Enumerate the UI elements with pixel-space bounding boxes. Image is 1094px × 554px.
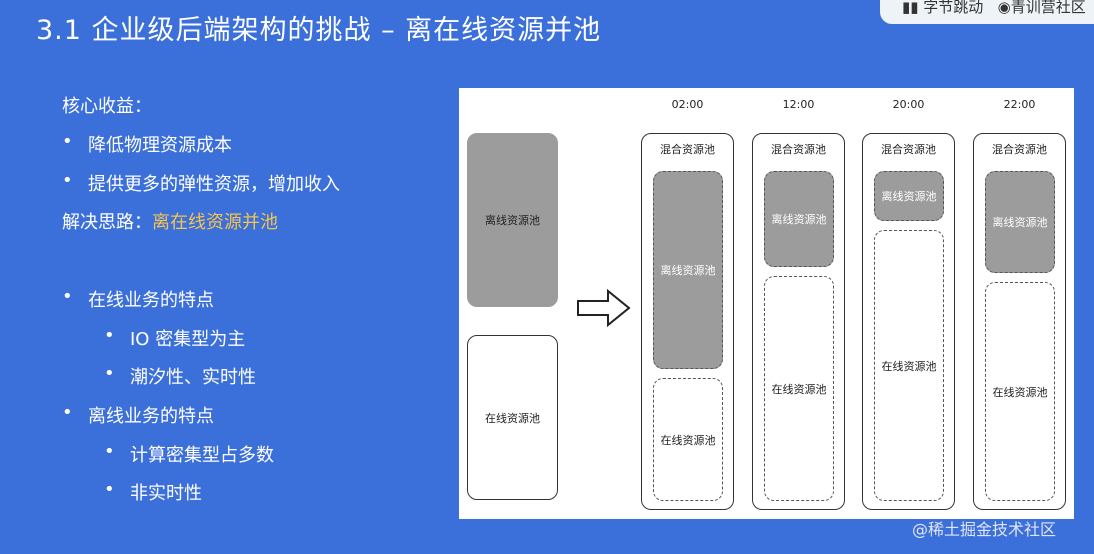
mixed-pool-label: 混合资源池 [771, 143, 826, 156]
brand-right: 青训营社区 [1010, 0, 1086, 16]
bullet-item: •离线业务的特点 [62, 402, 214, 427]
online-pool-box: 在线资源池 [467, 335, 558, 500]
offline-pool-segment: 离线资源池 [653, 171, 723, 369]
offline-pool-segment: 离线资源池 [985, 171, 1055, 273]
offline-pool-segment: 离线资源池 [764, 171, 834, 267]
diagram-panel: 离线资源池 在线资源池 02:00 混合资源池 离线资源池 在线资源池 12:0… [459, 88, 1074, 519]
brand-left: 字节跳动 [923, 0, 984, 16]
time-label: 02:00 [671, 98, 704, 111]
slide-title: 3.1 企业级后端架构的挑战 – 离在线资源并池 [36, 15, 602, 46]
online-pool-segment: 在线资源池 [653, 378, 723, 501]
sub-bullet-item: •IO 密集型为主 [104, 325, 246, 350]
offline-pool-box: 离线资源池 [467, 133, 558, 307]
mixed-pool-label: 混合资源池 [881, 143, 936, 156]
mixed-pool-column: 混合资源池 离线资源池 在线资源池 [752, 133, 845, 510]
benefits-heading: 核心收益： [62, 96, 152, 117]
time-label: 20:00 [892, 98, 925, 111]
online-pool-segment: 在线资源池 [985, 282, 1055, 501]
online-pool-segment: 在线资源池 [874, 230, 944, 501]
mixed-pool-label: 混合资源池 [992, 143, 1047, 156]
mixed-pool-column: 混合资源池 离线资源池 在线资源池 [641, 133, 734, 510]
solution-line: 解决思路：离在线资源并池 [62, 212, 278, 233]
sub-bullet-item: •潮汐性、实时性 [104, 363, 256, 388]
offline-pool-segment: 离线资源池 [874, 171, 944, 221]
sub-bullet-item: •计算密集型占多数 [104, 441, 274, 466]
bullet-item: •降低物理资源成本 [62, 131, 232, 156]
mixed-pool-column: 混合资源池 离线资源池 在线资源池 [862, 133, 955, 510]
arrow-right-icon [577, 288, 631, 328]
online-pool-segment: 在线资源池 [764, 276, 834, 501]
time-label: 12:00 [782, 98, 815, 111]
mixed-pool-column: 混合资源池 离线资源池 在线资源池 [973, 133, 1066, 510]
watermark: @稀土掘金技术社区 [912, 520, 1057, 539]
bullet-item: •在线业务的特点 [62, 286, 214, 311]
bullet-item: •提供更多的弹性资源，增加收入 [62, 170, 340, 195]
time-label: 22:00 [1003, 98, 1036, 111]
sub-bullet-item: •非实时性 [104, 479, 202, 504]
brand-logo-bar: ▮▮ 字节跳动 ◉青训营社区 [880, 0, 1094, 24]
mixed-pool-label: 混合资源池 [660, 143, 715, 156]
